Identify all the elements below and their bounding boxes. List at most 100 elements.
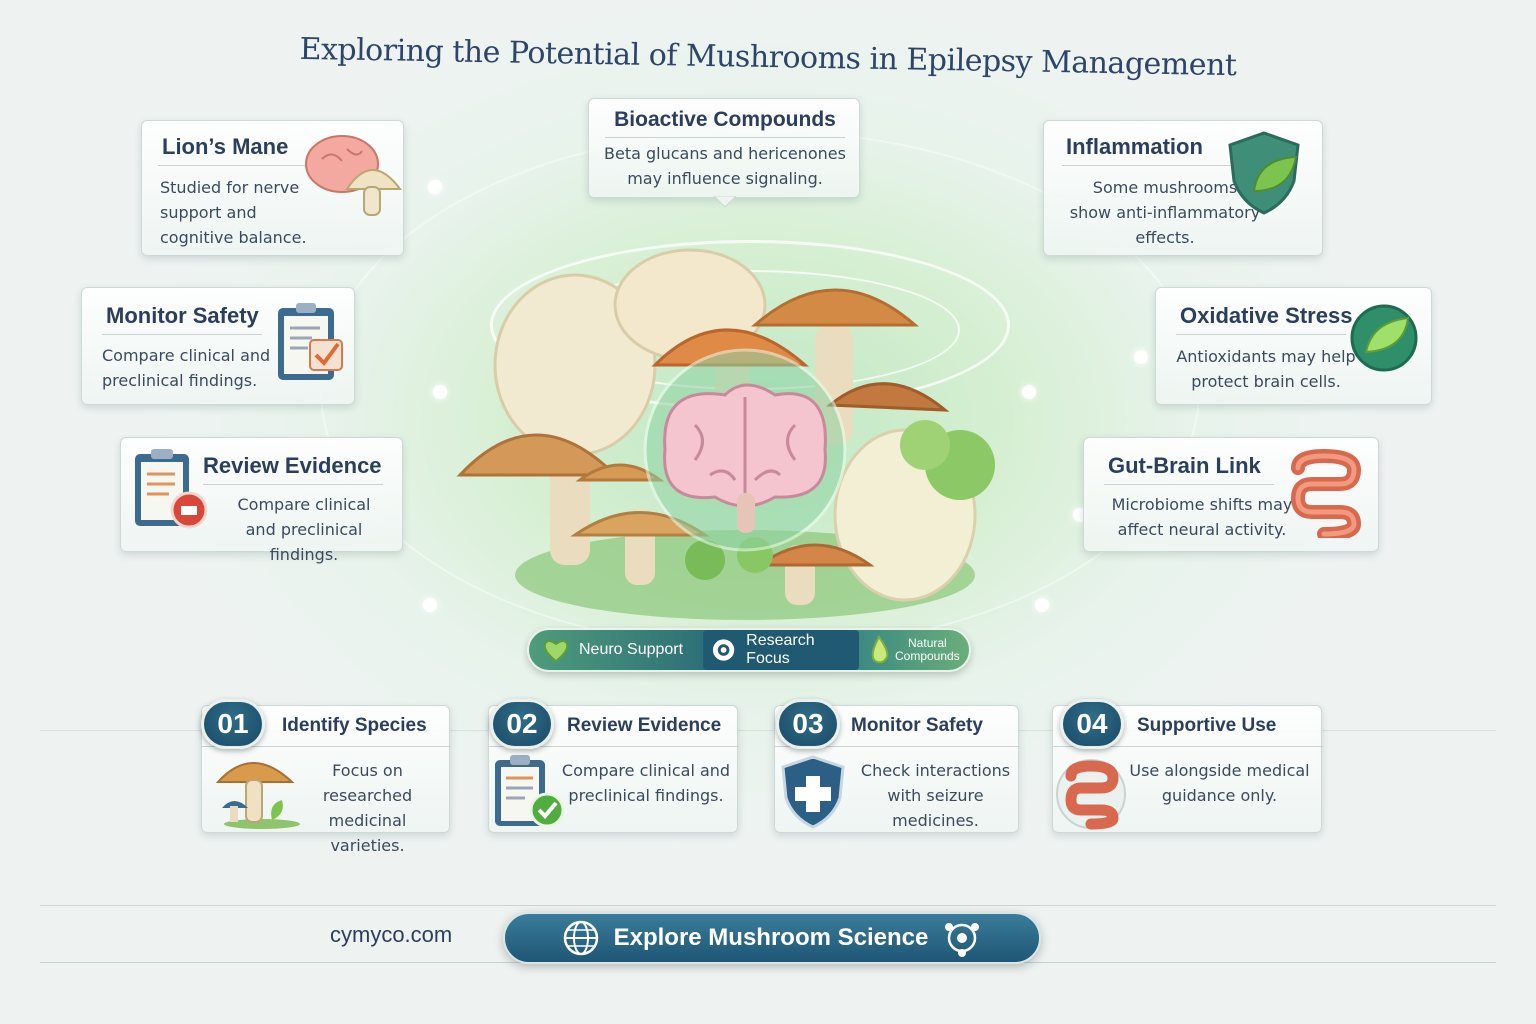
pill-label: Natural Compounds — [895, 637, 960, 663]
card-text-line: show anti-inflammatory — [1069, 203, 1261, 222]
card-text-line: cognitive balance. — [160, 228, 307, 247]
droplet-leaf-icon — [871, 635, 889, 664]
footer-divider — [40, 905, 1496, 906]
divider — [775, 746, 1020, 747]
target-icon — [712, 639, 735, 661]
card-title: Lion’s Mane — [162, 134, 289, 159]
card-oxidative-stress: Oxidative Stress Antioxidants may help p… — [1155, 287, 1432, 405]
card-lions-mane: Lion’s Mane Studied for nerve support an… — [141, 120, 404, 256]
heart-leaf-icon — [543, 640, 569, 663]
feature-pills: Neuro Support Research Focus Natural Com… — [527, 628, 971, 672]
step-number-2: 02 — [490, 699, 554, 749]
pill-label: Research Focus — [746, 632, 815, 667]
pill-label-line: Natural — [908, 636, 947, 650]
card-text: Compare clinical and preclinical finding… — [102, 343, 302, 393]
card-title: Bioactive Compounds — [614, 108, 836, 131]
card-text: Compare clinical and preclinical finding… — [209, 492, 399, 567]
pill-label: Neuro Support — [579, 641, 684, 658]
explore-button[interactable]: Explore Mushroom Science — [503, 912, 1041, 964]
network-icon — [945, 923, 980, 957]
step-title: Monitor Safety — [851, 715, 983, 736]
step-text-line: Use alongside medical — [1129, 761, 1310, 780]
divider — [203, 484, 383, 485]
globe-icon — [563, 920, 598, 956]
card-text: Studied for nerve support and cognitive … — [160, 175, 340, 250]
card-text: Beta glucans and hericenones may influen… — [589, 141, 861, 191]
mushroom-icon — [215, 762, 300, 829]
step-title: Supportive Use — [1137, 715, 1277, 736]
pill-research-focus[interactable]: Research Focus — [703, 630, 859, 670]
clipboard-check-icon — [495, 755, 565, 828]
card-text-line: support and — [160, 203, 257, 222]
card-text: Microbiome shifts may affect neural acti… — [1102, 492, 1302, 542]
card-text: Some mushrooms show anti-inflammatory ef… — [1060, 175, 1270, 250]
clipboard-list-icon — [135, 449, 208, 529]
explore-button-label: Explore Mushroom Science — [613, 924, 929, 951]
pill-label-line: Compounds — [895, 649, 960, 663]
site-link[interactable]: cymyco.com — [330, 922, 453, 947]
intestine-icon — [1290, 448, 1362, 538]
orbit-dot — [1035, 598, 1049, 612]
brain-mushroom-icon — [305, 135, 402, 216]
orbit-dot — [428, 180, 442, 194]
page-title: Exploring the Potential of Mushrooms in … — [299, 31, 1237, 84]
divider — [605, 137, 845, 138]
card-title: Gut-Brain Link — [1108, 453, 1261, 478]
card-text-line: protect brain cells. — [1191, 372, 1341, 391]
card-text-line: preclinical findings. — [102, 371, 258, 390]
step-number-3: 03 — [776, 699, 840, 749]
pill-neuro-support[interactable]: Neuro Support — [541, 630, 683, 670]
card-text-line: affect neural activity. — [1117, 520, 1287, 539]
step-text-line: medicinal varieties. — [328, 811, 407, 855]
card-bioactive-compounds: Bioactive Compounds Beta glucans and her… — [588, 98, 860, 198]
step-text-line: guidance only. — [1161, 786, 1278, 805]
antioxidant-orb-icon — [1350, 304, 1418, 372]
card-text-line: Compare clinical — [237, 495, 371, 514]
card-text-line: effects. — [1135, 228, 1195, 247]
card-review-evidence: Review Evidence Compare clinical and pre… — [120, 437, 403, 564]
divider — [1176, 334, 1346, 335]
clipboard-check-icon — [278, 303, 343, 380]
step-card-3: Monitor Safety Check interactions with s… — [774, 705, 1020, 833]
orbit-dot — [1022, 385, 1036, 399]
callout-pointer — [714, 196, 736, 208]
step-text: Use alongside medical guidance only. — [1127, 758, 1312, 808]
step-text-line: Focus on researched — [322, 761, 413, 805]
step-text: Focus on researched medicinal varieties. — [290, 758, 445, 858]
step-text-line: Compare clinical and — [561, 761, 731, 780]
card-text-line: Some mushrooms — [1092, 178, 1238, 197]
card-title: Inflammation — [1066, 134, 1203, 159]
card-gut-brain-link: Gut-Brain Link Microbiome shifts may aff… — [1083, 437, 1379, 552]
divider — [102, 334, 262, 335]
card-monitor-safety: Monitor Safety Compare clinical and prec… — [81, 287, 355, 405]
card-text-line: may influence signaling. — [627, 169, 823, 188]
shield-cross-icon — [781, 755, 845, 829]
step-number-4: 04 — [1060, 699, 1124, 749]
step-number-1: 01 — [201, 699, 265, 749]
step-text: Compare clinical and preclinical finding… — [561, 758, 731, 808]
divider — [1104, 484, 1274, 485]
card-inflammation: Inflammation Some mushrooms show anti-in… — [1043, 120, 1323, 256]
step-text: Check interactions with seizure medicine… — [853, 758, 1018, 833]
card-title: Review Evidence — [203, 453, 382, 478]
step-text-line: Check interactions — [860, 761, 1011, 780]
step-text-line: preclinical findings. — [568, 786, 724, 805]
card-text-line: Microbiome shifts may — [1111, 495, 1293, 514]
orbit-dot — [423, 598, 437, 612]
steps-divider — [40, 730, 1496, 731]
step-card-1: Identify Species Focus on researched med… — [201, 705, 451, 855]
card-title: Oxidative Stress — [1180, 303, 1353, 328]
pill-natural-compounds[interactable]: Natural Compounds — [867, 630, 960, 670]
divider — [489, 746, 739, 747]
step-title: Identify Species — [282, 715, 427, 736]
mushroom-brain-illustration — [456, 248, 995, 620]
shield-leaf-icon — [1228, 131, 1300, 215]
divider — [158, 165, 308, 166]
step-title: Review Evidence — [567, 715, 722, 736]
divider — [1053, 746, 1323, 747]
card-title: Monitor Safety — [106, 303, 259, 328]
card-text-line: Antioxidants may help — [1176, 347, 1356, 366]
intestine-icon — [1056, 759, 1126, 830]
step-text-line: with seizure medicines. — [887, 786, 984, 830]
card-text-line: Studied for nerve — [160, 178, 300, 197]
